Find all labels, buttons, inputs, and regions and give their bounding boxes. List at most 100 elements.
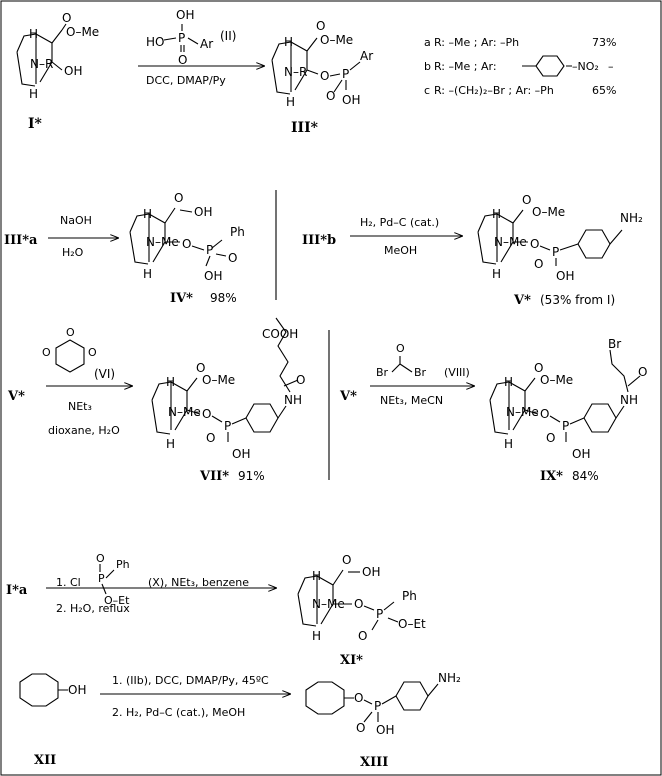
step7-product-label: XIII: [360, 755, 388, 770]
step5-product: H H N–Me O O–Me O P NH O Br O OH IX* 84%: [489, 337, 647, 484]
step6-product: H H N–Me O OH O P Ph O O–Et XI*: [297, 553, 426, 668]
step7-nh2: NH₂: [438, 671, 461, 685]
step5-ester: O–Me: [540, 373, 573, 387]
step5-o-double: O: [546, 431, 555, 445]
step4-cooh: COOH: [262, 327, 298, 341]
step4-yield: 91%: [238, 469, 265, 483]
step3-nh2: NH₂: [620, 211, 643, 225]
step5-oh: OH: [572, 447, 590, 461]
step6-line1-post: (X), NEt₃, benzene: [148, 576, 249, 589]
variant-c-text: R: –(CH₂)₂–Br ; Ar: –Ph: [434, 84, 554, 97]
variant-a-text: R: –Me ; Ar: –Ph: [434, 36, 519, 49]
step1-reagent-p: P: [178, 31, 185, 45]
step1-reagent-ar: Ar: [200, 37, 213, 51]
step1-reagent-ho: HO: [146, 35, 164, 49]
step6-sm-label: I*a: [6, 583, 28, 598]
variant-a-letter: a: [424, 36, 431, 49]
step1-prod-carbonyl-o: O: [316, 19, 325, 33]
step1-product: N–R H H O O–Me O P Ar O OH III*: [271, 19, 373, 136]
step6-reagent-o: O: [96, 552, 105, 565]
step4-h-bottom: H: [166, 437, 175, 451]
step1-variants: a R: –Me ; Ar: –Ph 73% b R: –Me ; Ar: –N…: [424, 36, 616, 97]
step3-product-label: V*: [513, 293, 531, 308]
variant-b-text: R: –Me ; Ar:: [434, 60, 497, 73]
step4-anhydride: O O O (VI): [42, 326, 115, 381]
step5-amide-o: O: [638, 365, 647, 379]
step4-reagent-name: (VI): [94, 367, 115, 381]
step1-prod-h-bottom: H: [286, 95, 295, 109]
step6-o-link: O: [354, 597, 363, 611]
step3-reagent-bottom: MeOH: [384, 244, 417, 257]
step5-carbonyl-o: O: [534, 361, 543, 375]
step3-yield: (53% from I): [540, 293, 615, 307]
step2-sm-label: III*a: [4, 233, 38, 248]
step1-sm-h-bottom: H: [29, 87, 38, 101]
step7-sm-label: XII: [34, 753, 56, 768]
step1-sm-label: I*: [28, 116, 43, 132]
step2-oh: OH: [204, 269, 222, 283]
step2-reagent-bottom: H₂O: [62, 246, 84, 259]
step6-acid-o: O: [342, 553, 351, 567]
step5-sm-label: V*: [339, 389, 357, 404]
step2-h-bottom: H: [143, 267, 152, 281]
step2-reagent-top: NaOH: [60, 214, 92, 227]
step4-product: H H N–Me O O–Me O P NH O COOH O OH VII* …: [151, 317, 305, 484]
step7-line1: 1. (IIb), DCC, DMAP/Py, 45ºC: [112, 674, 269, 687]
step1-prod-ar: Ar: [360, 49, 373, 63]
variant-b-yield: –: [608, 60, 614, 73]
step6-line1-ph: Ph: [116, 558, 130, 571]
step3-reagent-top: H₂, Pd–C (cat.): [360, 216, 439, 229]
step1-prod-o-double: O: [326, 89, 335, 103]
step6-oet: O–Et: [398, 617, 426, 631]
step7-o-double: O: [356, 721, 365, 735]
step4-o-double: O: [206, 431, 215, 445]
step5-h-bottom: H: [504, 437, 513, 451]
step2-nme: N–Me: [146, 235, 179, 249]
step3-carbonyl-o: O: [522, 193, 531, 207]
step1-reagent-oh: OH: [176, 8, 194, 22]
step4-oh: OH: [232, 447, 250, 461]
step6-ph: Ph: [402, 589, 417, 603]
step5-nh: NH: [620, 393, 638, 407]
step6-reagent-p: P: [98, 572, 105, 585]
step6-line2: 2. H₂O, reflux: [56, 602, 130, 615]
step7-line2: 2. H₂, Pd–C (cat.), MeOH: [112, 706, 245, 719]
step5-reagent-bottom: NEt₃, MeCN: [380, 394, 443, 407]
step4-ester: O–Me: [202, 373, 235, 387]
step5-reagent-o: O: [396, 342, 405, 355]
step6-nme: N–Me: [312, 597, 345, 611]
step1-prod-o-link: O: [320, 69, 329, 83]
step1-reagent-o: O: [178, 53, 187, 67]
step1-reagent: HO OH P O Ar (II): [146, 8, 236, 67]
step4-sm-label: V*: [7, 389, 25, 404]
step3-oh: OH: [556, 269, 574, 283]
step3-nme: N–Me: [494, 235, 527, 249]
step4-carbonyl-o: O: [196, 361, 205, 375]
step5-br: Br: [608, 337, 621, 351]
step1-sm-oh: OH: [64, 64, 82, 78]
variant-c-letter: c: [424, 84, 430, 97]
step1-sm-carbonyl-o: O: [62, 11, 71, 25]
step2-product-label: IV*: [170, 291, 193, 306]
step3-phenyl: [577, 229, 623, 259]
step1-prod-oh: OH: [342, 93, 360, 107]
step1-sm-h-top: H: [29, 27, 38, 41]
step4-product-label: VII*: [199, 469, 229, 484]
step4-carbonyl-o-right: O: [88, 346, 97, 359]
step2-h-top: H: [143, 207, 152, 221]
variant-b-phenyl: [522, 55, 572, 77]
step7-o-link: O: [354, 691, 363, 705]
step5-reagent-name: (VIII): [444, 366, 470, 379]
step1-prod-h-top: H: [284, 35, 293, 49]
step1-prod-p: P: [342, 67, 349, 81]
variant-b-letter: b: [424, 60, 431, 73]
step1-conditions: DCC, DMAP/Py: [146, 74, 226, 87]
step4-reagent-bottom: dioxane, H₂O: [48, 424, 120, 437]
step5-product-label: IX*: [540, 469, 563, 484]
step3-product: H H N–Me O O–Me O P NH₂ O OH V* (53% fro…: [477, 193, 643, 308]
step5-nme: N–Me: [506, 405, 539, 419]
step4-amide-o: O: [296, 373, 305, 387]
step4-carbonyl-o-left: O: [42, 346, 51, 359]
step5-h-top: H: [504, 375, 513, 389]
step6-o-double: O: [358, 629, 367, 643]
